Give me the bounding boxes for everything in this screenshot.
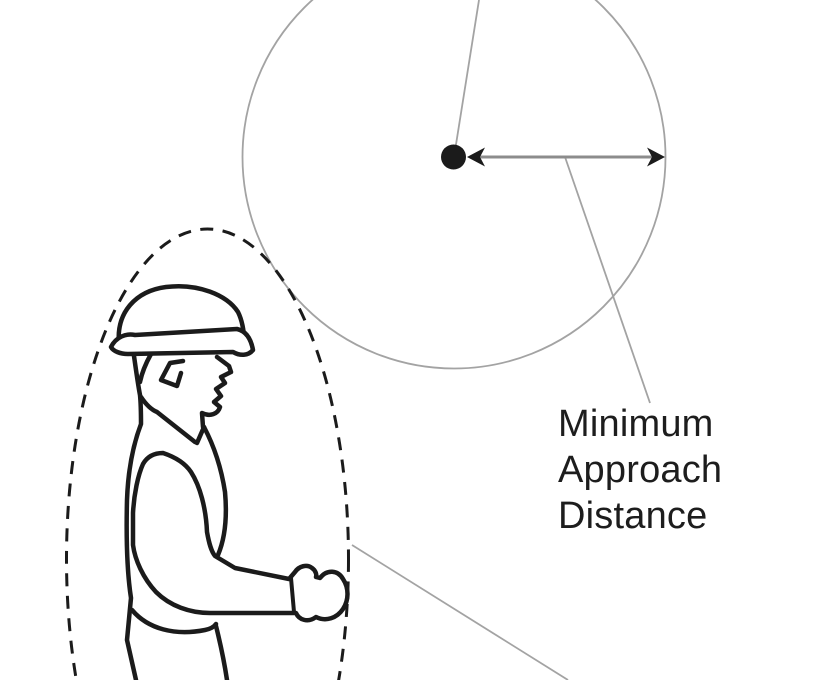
worker-back-outline: [124, 346, 144, 680]
leader-line-energized-part: [453, 0, 480, 158]
worker-right-leg: [213, 623, 230, 680]
arrowhead-left-icon: [467, 147, 485, 167]
mad-label-line-2: Approach: [558, 449, 723, 491]
mad-label: Minimum Approach Distance: [558, 401, 722, 539]
leader-line-mad-label: [564, 156, 651, 404]
face-profile: [199, 354, 234, 430]
hard-hat-brim: [108, 326, 256, 357]
dashed-worker-zone-ellipse: [65, 227, 350, 680]
approach-boundary-circle: [241, 0, 667, 370]
energized-part-dot: [441, 144, 466, 170]
leader-line-worker-zone: [351, 544, 569, 680]
mad-label-line-1: Minimum: [558, 403, 714, 445]
ear-line: [158, 358, 186, 389]
hair-edge-line: [137, 351, 154, 385]
mad-label-line-3: Distance: [558, 495, 708, 537]
collar-line-right: [194, 424, 207, 446]
worker-figure: [108, 284, 350, 680]
jacket-hem: [129, 607, 219, 635]
worker-arm-and-fist: [130, 450, 350, 623]
gray-linework: [241, 0, 667, 680]
arrow-heads: [467, 147, 665, 167]
cuff-crease: [289, 576, 296, 614]
collar-line-left: [138, 394, 198, 445]
worker-chest-line: [201, 424, 229, 558]
arrowhead-right-icon: [647, 147, 665, 167]
radius-dimension-arrow: [441, 144, 665, 170]
